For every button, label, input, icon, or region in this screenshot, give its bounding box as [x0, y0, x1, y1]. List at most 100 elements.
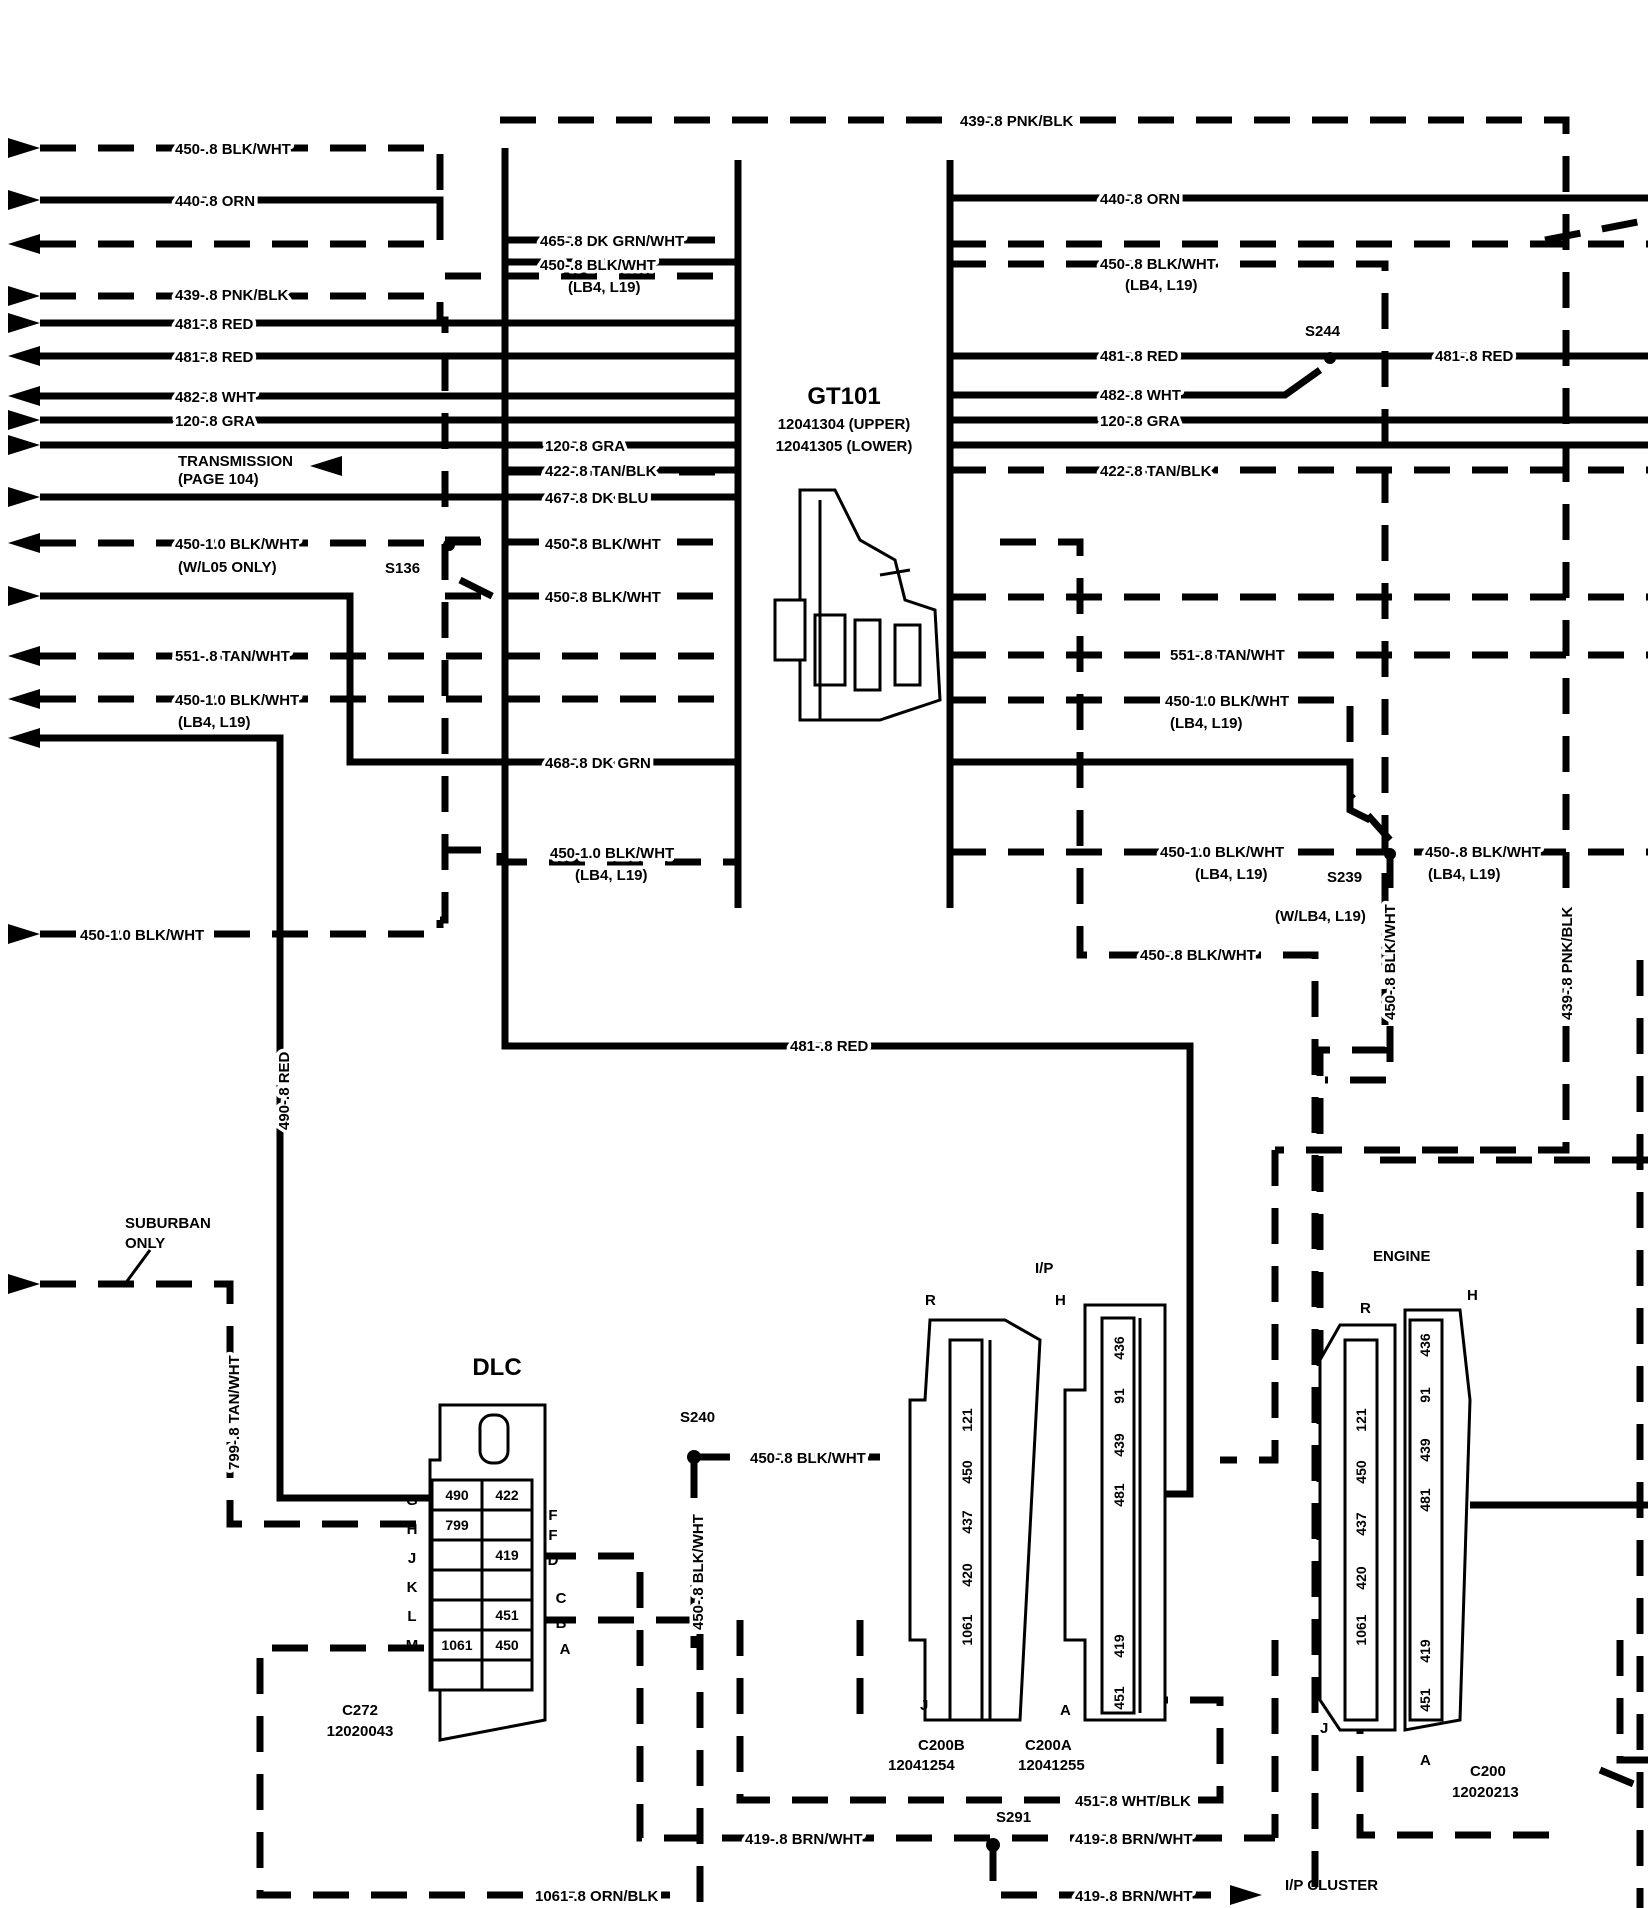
c200a-top: H — [1055, 1292, 1066, 1309]
dlc-left-pin-5: M — [406, 1637, 419, 1654]
transmission-page: (PAGE 104) — [178, 471, 259, 488]
right-wire-label-10: 450-1.0 BLK/WHT — [1165, 693, 1289, 710]
c200a-pin-0: 436 — [1111, 1336, 1127, 1360]
c200b-pin-4: 1061 — [959, 1614, 975, 1645]
c200a-number: 12041255 — [1018, 1757, 1085, 1774]
right-wire-label-7: 120-.8 GRA — [1100, 413, 1180, 430]
right-wire-label-14: 450-.8 BLK/WHT — [1425, 844, 1541, 861]
c200a-pin-3: 481 — [1111, 1483, 1127, 1507]
c200-right-pin-1: 91 — [1417, 1387, 1433, 1403]
c200-bottom-left: J — [1320, 1720, 1328, 1737]
ip-cluster-label: I/P CLUSTER — [1285, 1877, 1378, 1894]
splice-labels: S136 S244 S239 S240 S291 — [385, 323, 1362, 1826]
left-wire-label-1: 440-.8 ORN — [175, 193, 255, 210]
dlc-right-pin-1: F — [548, 1527, 557, 1544]
dlc-cell-5: 419 — [495, 1547, 519, 1563]
mid-wire-labels: 465-.8 DK GRN/WHT 450-.8 BLK/WHT (LB4, L… — [537, 230, 688, 885]
right-wire-labels: 439-.8 PNK/BLK 440-.8 ORN 450-.8 BLK/WHT… — [787, 110, 1580, 1059]
c200-top-right: H — [1467, 1287, 1478, 1304]
dlc-cell-10: 1061 — [441, 1637, 472, 1653]
dlc-left-pin-1: H — [407, 1521, 418, 1538]
dlc-left-pin-0: G — [406, 1492, 418, 1509]
c200b-pin-2: 437 — [959, 1510, 975, 1534]
transmission-label: TRANSMISSION — [178, 453, 293, 470]
mid-wire-label-2: (LB4, L19) — [568, 279, 641, 296]
left-wire-label-2: 439-.8 PNK/BLK — [175, 287, 289, 304]
dlc-title: DLC — [472, 1354, 521, 1381]
dlc-left-pin-4: L — [407, 1608, 416, 1625]
right-wire-label-8: 422-.8 TAN/BLK — [1100, 463, 1212, 480]
suburban-label-1: SUBURBAN — [125, 1215, 211, 1232]
gt101-upper-part: 12041304 (UPPER) — [778, 416, 911, 433]
c200a-pin-5: 451 — [1111, 1686, 1127, 1710]
c200-left-pin-4: 1061 — [1353, 1614, 1369, 1645]
c200a-pin-1: 91 — [1111, 1388, 1127, 1404]
c200b-connector — [908, 1318, 1042, 1722]
wire-419-label-c: 419-.8 BRN/WHT — [1075, 1888, 1193, 1905]
suburban-label-2: ONLY — [125, 1235, 165, 1252]
mid-wire-label-5: 467-.8 DK BLU — [545, 490, 648, 507]
ip-label: I/P — [1035, 1260, 1053, 1277]
c200a-labels: I/P H A C200A 12041255 436 91 439 481 41… — [1018, 1260, 1127, 1774]
dlc-right-pin-5: A — [560, 1641, 571, 1658]
dlc-labels: DLC C272 12020043 490 422 799 419 451 10… — [327, 1354, 571, 1740]
right-wire-label-19: 439-.8 PNK/BLK — [1559, 906, 1576, 1020]
dlc-number: 12020043 — [327, 1723, 394, 1740]
left-wire-label-11: (LB4, L19) — [178, 714, 251, 731]
splice-s239 — [1384, 848, 1396, 860]
c200a-pin-4: 419 — [1111, 1634, 1127, 1658]
c200b-pin-3: 420 — [959, 1563, 975, 1587]
c200b-pin-0: 121 — [959, 1408, 975, 1432]
gt101-title: GT101 — [807, 383, 880, 410]
ip-cluster-arrow — [1230, 1885, 1262, 1905]
dlc-right-pin-4: B — [556, 1615, 567, 1632]
right-wire-label-1: 440-.8 ORN — [1100, 191, 1180, 208]
c200-right-pin-4: 419 — [1417, 1639, 1433, 1663]
wire-419-label-b: 419-.8 BRN/WHT — [1075, 1831, 1193, 1848]
mid-wire-label-9: 450-1.0 BLK/WHT — [550, 845, 674, 862]
right-wire-label-13: (LB4, L19) — [1195, 866, 1268, 883]
c200-right-pin-0: 436 — [1417, 1333, 1433, 1357]
left-wire-label-9: 551-.8 TAN/WHT — [175, 648, 290, 665]
mid-wire-label-6: 450-.8 BLK/WHT — [545, 536, 661, 553]
splice-s244-label: S244 — [1305, 323, 1341, 340]
c200-bottom-right: A — [1420, 1752, 1431, 1769]
dlc-right-pin-3: C — [556, 1590, 567, 1607]
left-wire-labels: 450-.8 BLK/WHT 440-.8 ORN 439-.8 PNK/BLK… — [77, 138, 303, 948]
c200-left-pin-0: 121 — [1353, 1408, 1369, 1432]
c200b-number: 12041254 — [888, 1757, 955, 1774]
c200b-labels: R J C200B 12041254 121 450 437 420 1061 — [888, 1292, 975, 1774]
mid-wire-label-10: (LB4, L19) — [575, 867, 648, 884]
c200-top-left: R — [1360, 1300, 1371, 1317]
c200-right-pin-3: 481 — [1417, 1488, 1433, 1512]
right-wire-label-5: 481-.8 RED — [1435, 348, 1514, 365]
wire-450-s240-label: 450-.8 BLK/WHT — [750, 1450, 866, 1467]
splice-s136-label: S136 — [385, 560, 420, 577]
dlc-cell-0: 490 — [445, 1487, 469, 1503]
right-wires — [950, 194, 1648, 1908]
right-wire-label-4: 481-.8 RED — [1100, 348, 1179, 365]
dlc-right-pin-0: F — [548, 1507, 557, 1524]
right-wire-label-18: 450-.8 BLK/WHT — [1382, 904, 1399, 1020]
right-wire-label-11: (LB4, L19) — [1170, 715, 1243, 732]
right-wire-label-12: 450-1.0 BLK/WHT — [1160, 844, 1284, 861]
left-wire-label-8: (W/L05 ONLY) — [178, 559, 277, 576]
c200a-bottom: A — [1060, 1702, 1071, 1719]
dlc-cell-2: 799 — [445, 1517, 469, 1533]
splice-s239-label: S239 — [1327, 869, 1362, 886]
wire-799-label: 799-.8 TAN/WHT — [226, 1355, 243, 1470]
c200-right-pin-2: 439 — [1417, 1438, 1433, 1462]
dlc-cell-9: 451 — [495, 1607, 519, 1623]
gt101-connector-icon — [773, 488, 942, 722]
right-wire-label-20: 481-.8 RED — [790, 1038, 869, 1055]
c200b-bottom: J — [920, 1697, 928, 1714]
left-wire-label-12: 450-1.0 BLK/WHT — [80, 927, 204, 944]
dlc-left-pin-2: J — [408, 1550, 416, 1567]
splice-s244 — [1324, 352, 1336, 364]
left-wire-label-10: 450-1.0 BLK/WHT — [175, 692, 299, 709]
c200-left-pin-2: 437 — [1353, 1512, 1369, 1536]
right-wire-label-0: 439-.8 PNK/BLK — [960, 113, 1074, 130]
mid-wire-label-0: 465-.8 DK GRN/WHT — [540, 233, 684, 250]
c200-right-pin-5: 451 — [1417, 1688, 1433, 1712]
